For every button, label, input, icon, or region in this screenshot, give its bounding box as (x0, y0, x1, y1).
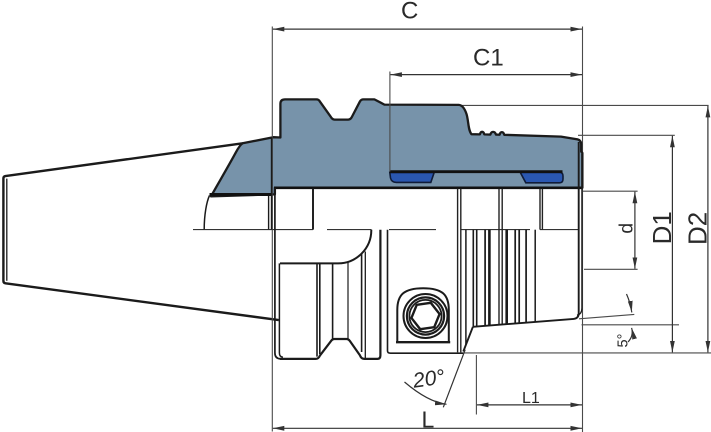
svg-text:D1: D1 (647, 211, 677, 244)
svg-text:20°: 20° (411, 365, 447, 392)
svg-text:5°: 5° (616, 334, 632, 348)
svg-text:d: d (616, 223, 638, 234)
svg-text:L: L (422, 407, 435, 432)
svg-text:D2: D2 (683, 212, 711, 245)
svg-text:C1: C1 (473, 45, 504, 72)
svg-text:L1: L1 (522, 390, 540, 407)
svg-text:C: C (401, 0, 418, 25)
